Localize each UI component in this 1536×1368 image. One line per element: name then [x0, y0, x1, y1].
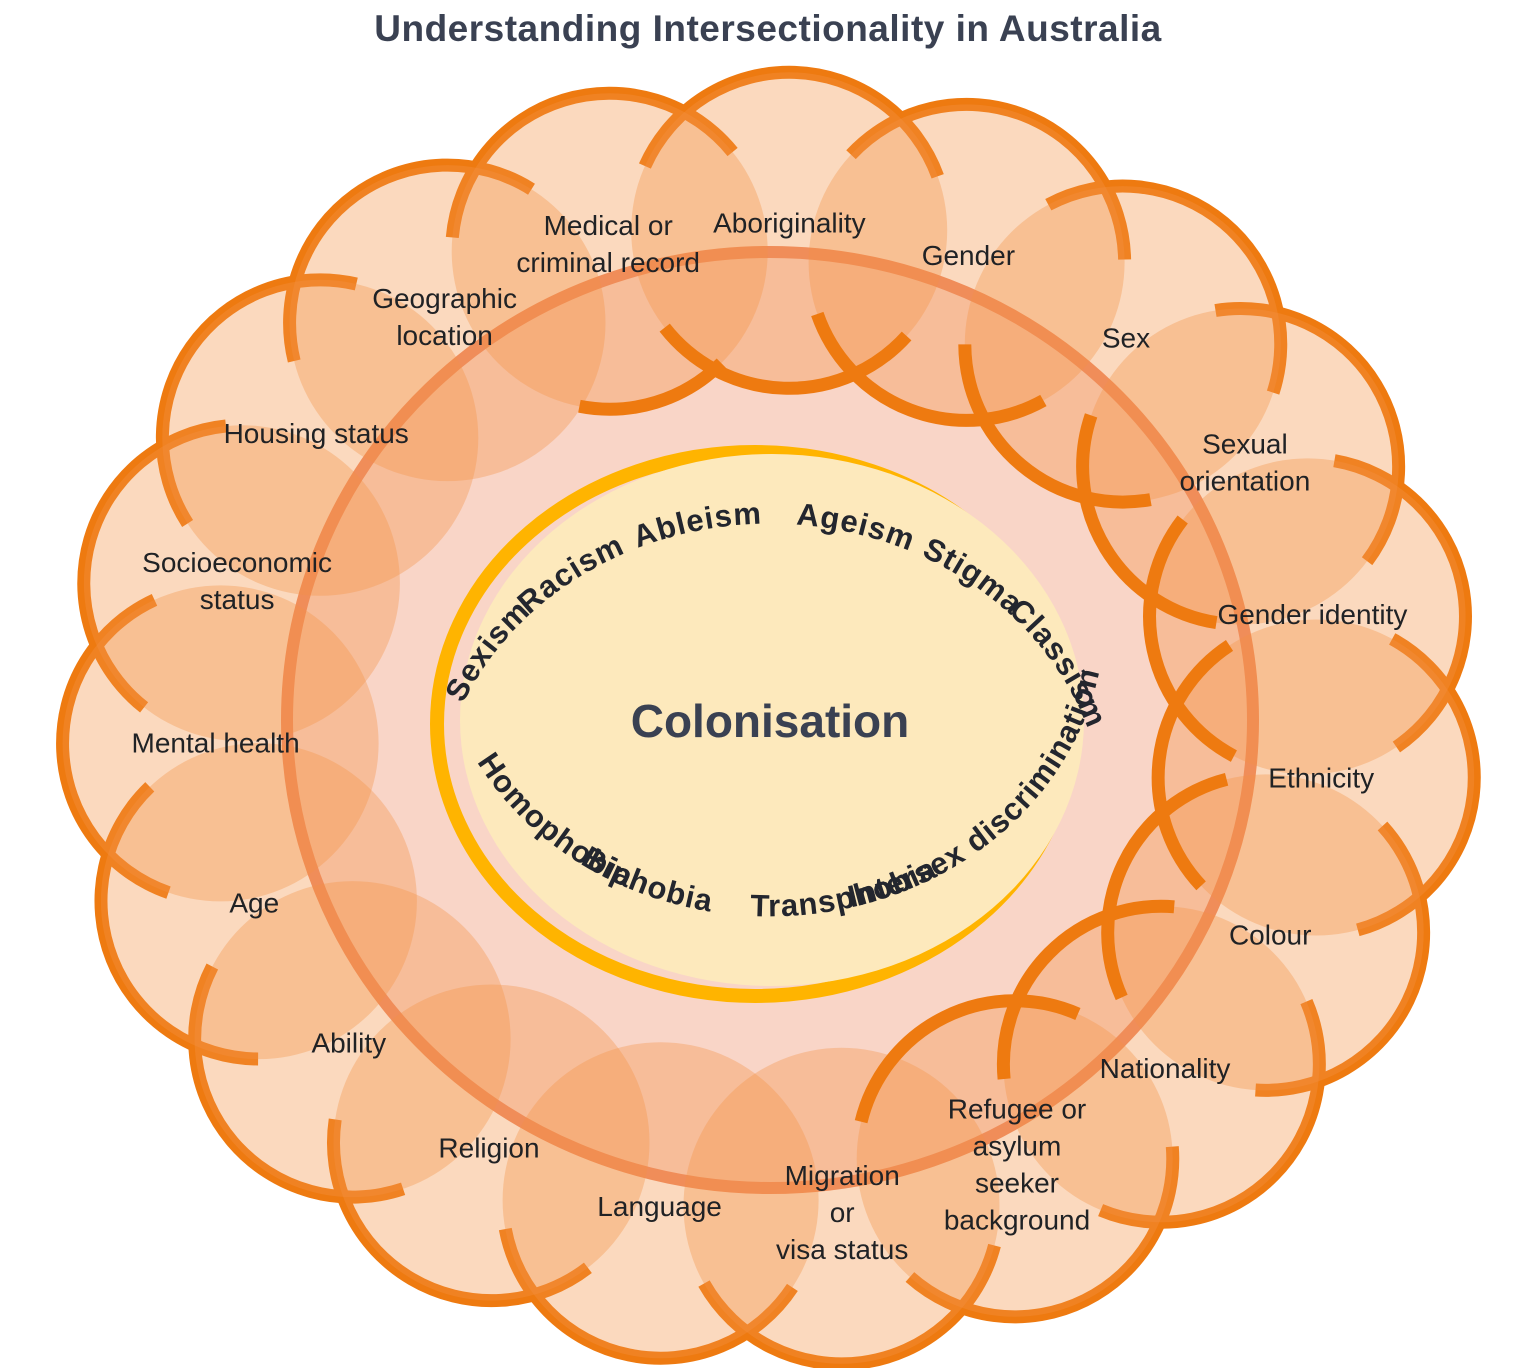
petal-inner-arc [578, 358, 726, 416]
petal-label: Ethnicity [1268, 762, 1374, 793]
petal [83, 425, 400, 742]
center-circle [460, 454, 1084, 986]
petal-outer-arc [56, 593, 171, 899]
petal [856, 1000, 1173, 1317]
petal-outer-arc [698, 1243, 1001, 1368]
petal-label: Ability [311, 1028, 386, 1059]
petal-outer-arc [327, 1118, 592, 1308]
petal [100, 743, 417, 1060]
petal-outer-arc [1356, 633, 1481, 937]
petal-inner-arcs [578, 311, 1237, 1124]
petal-inner-arc [854, 994, 1081, 1124]
petal-outer-arc [1045, 179, 1288, 395]
petal-outer-arc [94, 782, 259, 1066]
petal-outer-arc [638, 65, 944, 179]
petal-label: Age [229, 888, 279, 919]
petal-label: Language [597, 1191, 722, 1222]
petal-label: Sex [1102, 323, 1150, 354]
petal-outer-arc [1333, 454, 1472, 753]
petal-label: Nationality [1100, 1053, 1231, 1084]
petal [1003, 906, 1320, 1223]
petal-outer-arc [77, 419, 227, 713]
petal [62, 585, 379, 902]
petal-outer-arcs [56, 65, 1481, 1368]
petal-inner-arc [1143, 515, 1237, 762]
petal-label: Gender identity [1217, 599, 1407, 630]
petal-label: Aboriginality [713, 207, 866, 238]
petal [289, 165, 606, 482]
petal-outer-arc [188, 963, 406, 1204]
petal [333, 984, 650, 1301]
petal-inner-arc [1101, 773, 1229, 1001]
petal-label: Religion [438, 1133, 539, 1164]
petal [1158, 619, 1475, 936]
petal-outer-arc [445, 86, 738, 238]
center-label: Colonisation [631, 695, 910, 747]
petal [1149, 458, 1466, 775]
petal-inner-arc [958, 344, 1152, 509]
petal [502, 1042, 819, 1359]
petal-inner-arc [659, 323, 912, 395]
petal-inner-arc [1076, 413, 1218, 630]
petal [683, 1047, 1000, 1364]
petal [194, 881, 511, 1198]
petal-label: Mental health [132, 728, 300, 759]
petal [1107, 774, 1424, 1091]
petal [964, 186, 1281, 503]
page-title: Understanding Intersectionality in Austr… [374, 8, 1162, 49]
petal-outer-arc [846, 97, 1132, 260]
petal-label: Housing status [224, 418, 409, 449]
petal [162, 279, 479, 596]
petal-inner-arc [1151, 639, 1234, 891]
petal-label: Colour [1229, 919, 1311, 950]
petal-inner-arc [996, 899, 1175, 1080]
petal [808, 104, 1125, 421]
petal-circles [62, 72, 1475, 1364]
petal-outer-arc [1255, 821, 1431, 1097]
petal-outer-arc [498, 1227, 798, 1365]
petal [631, 72, 948, 389]
petal-label: Gender [922, 240, 1015, 271]
petal-outer-arc [1214, 302, 1406, 566]
petal-inner-arc [811, 311, 1047, 427]
petal [451, 93, 768, 410]
